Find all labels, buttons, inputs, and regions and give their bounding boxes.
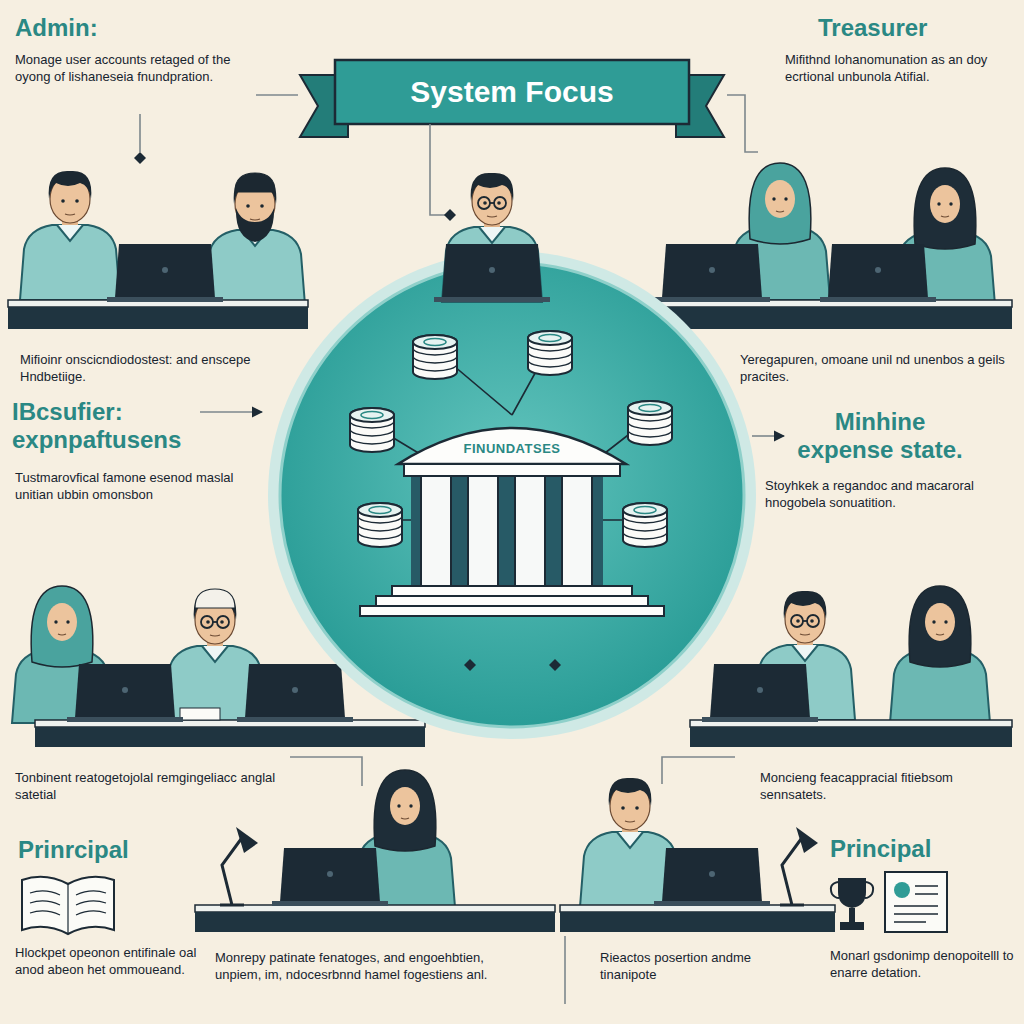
column bbox=[468, 476, 498, 586]
coin-stack bbox=[628, 401, 672, 445]
description-text: Tonbinent reatogetojolal remgingeliacc a… bbox=[15, 770, 280, 804]
description-text: Moncieng feacappracial fitiebsom sennsat… bbox=[760, 770, 1000, 804]
step bbox=[360, 606, 664, 616]
section-heading: Principal bbox=[830, 835, 1010, 863]
desk bbox=[560, 912, 835, 932]
coin-stack bbox=[528, 331, 572, 375]
section-heading: Admin: bbox=[15, 14, 215, 42]
book-icon bbox=[22, 877, 114, 934]
desk bbox=[690, 727, 1012, 747]
leader-line bbox=[290, 757, 362, 786]
beard bbox=[236, 208, 274, 242]
central-circle bbox=[280, 263, 744, 727]
leader-line bbox=[139, 114, 141, 152]
leader-lines bbox=[140, 95, 784, 1004]
ribbon-banner bbox=[335, 60, 689, 124]
node-label: FINUNDATSES bbox=[464, 442, 561, 457]
desk-top bbox=[195, 905, 555, 912]
circle-outline bbox=[267, 250, 757, 740]
diamond-marker bbox=[444, 209, 456, 221]
trophy-stem bbox=[849, 908, 855, 922]
glasses bbox=[791, 615, 819, 627]
leader-line bbox=[727, 95, 758, 152]
person bbox=[20, 171, 120, 300]
description-text: Rieactos posertion andme tinanipote bbox=[600, 950, 775, 984]
document-lines bbox=[894, 886, 938, 922]
step bbox=[376, 596, 648, 606]
cap bbox=[195, 589, 235, 608]
leader-line bbox=[256, 94, 298, 96]
trophy-icon bbox=[838, 878, 866, 908]
desk bbox=[195, 912, 555, 932]
document-seal bbox=[894, 882, 910, 898]
laptop bbox=[820, 244, 936, 302]
leader-line bbox=[430, 124, 446, 215]
leader-line bbox=[662, 757, 735, 784]
laptop bbox=[654, 848, 770, 906]
column bbox=[515, 476, 545, 586]
description-text: Tustmarovfical famone esenod maslal unit… bbox=[15, 470, 255, 504]
circle-halo bbox=[268, 251, 756, 739]
trophy-handles bbox=[831, 882, 873, 898]
laptop bbox=[654, 244, 770, 302]
laptop bbox=[107, 244, 223, 302]
banner-title: System Focus bbox=[335, 60, 689, 124]
coin-stack bbox=[350, 408, 394, 452]
description-text: Monarl gsdonimp denopoitelll to enarre d… bbox=[830, 948, 1015, 982]
desk bbox=[35, 727, 425, 747]
section-heading: Minhine expense state. bbox=[790, 408, 970, 463]
coin-stack bbox=[358, 503, 402, 547]
papers bbox=[180, 708, 220, 720]
desk-lamp bbox=[780, 827, 818, 905]
cap bbox=[235, 173, 275, 192]
description-text: Monrepy patinate fenatoges, and engoehbt… bbox=[215, 950, 515, 984]
diamond-marker bbox=[464, 659, 476, 671]
section-heading: Treasurer bbox=[818, 14, 1008, 42]
entablature bbox=[404, 464, 620, 476]
person bbox=[890, 586, 990, 723]
trophy-base bbox=[840, 922, 864, 930]
laptop bbox=[237, 664, 353, 722]
laptop bbox=[67, 664, 183, 722]
leader-arrow bbox=[200, 411, 262, 413]
column bbox=[421, 476, 451, 586]
pediment bbox=[398, 428, 626, 464]
description-text: Monage user accounts retaged of the oyon… bbox=[15, 52, 250, 86]
glasses bbox=[478, 197, 506, 209]
person bbox=[205, 176, 305, 305]
section-heading: Prinrcipal bbox=[18, 836, 218, 864]
document-icon bbox=[885, 872, 947, 932]
laptop bbox=[272, 848, 388, 906]
glasses bbox=[201, 616, 229, 628]
description-text: Hlockpet opeonon entifinale oal anod abe… bbox=[15, 945, 200, 979]
coin-stack bbox=[623, 503, 667, 547]
column bbox=[562, 476, 592, 586]
laptop bbox=[702, 664, 818, 722]
description-text: Mifioinr onscicndiodostest: and enscepe … bbox=[20, 352, 270, 386]
description-text: Yeregapuren, omoane unil nd unenbos a ge… bbox=[740, 352, 1010, 386]
coin-stack bbox=[413, 335, 457, 379]
diagram-circle: FINUNDATSES bbox=[267, 250, 757, 740]
section-heading: IBcsufier: expnpaftusens bbox=[12, 398, 242, 453]
leader-arrow bbox=[752, 435, 784, 437]
desk-lamp bbox=[220, 827, 258, 905]
book-lines bbox=[30, 884, 106, 934]
step bbox=[392, 586, 632, 596]
description-text: Stoyhkek a regandoc and macaroral hnogob… bbox=[765, 478, 1015, 512]
diamond-marker bbox=[134, 152, 146, 164]
desk bbox=[8, 307, 308, 329]
description-text: Mifithnd Iohanomunation as an doy ecrtio… bbox=[785, 52, 1015, 86]
node-label-group: FINUNDATSES bbox=[464, 442, 561, 457]
leader-line bbox=[564, 936, 566, 1004]
diamond-marker bbox=[549, 659, 561, 671]
desk bbox=[650, 307, 1012, 329]
building-interior bbox=[411, 474, 603, 586]
